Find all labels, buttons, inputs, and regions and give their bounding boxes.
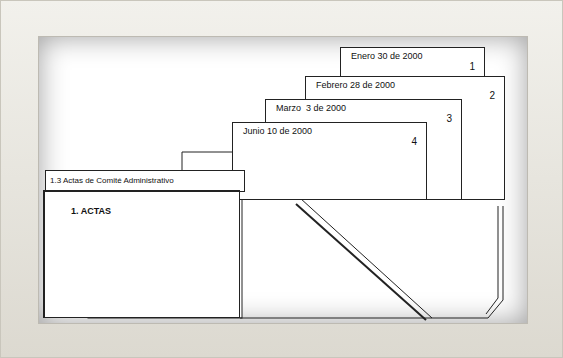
date-label: Enero 30 de 2000 (351, 51, 423, 61)
date-label: Marzo 3 de 2000 (276, 103, 346, 113)
subfolder-tab: 1.3 Actas de Comité Administrativo (45, 170, 245, 192)
callout-number: 2 (489, 90, 495, 101)
folder-pocket (240, 198, 503, 318)
folder-label: 1.3 Actas de Comité Administrativo (50, 176, 174, 185)
folder-pocket (486, 206, 498, 314)
date-label: Junio 10 de 2000 (243, 126, 312, 136)
folder-label: 1. ACTAS (71, 206, 111, 216)
document-page: Junio 10 de 2000 4 (232, 122, 427, 200)
folder-pocket (240, 318, 432, 319)
folder-pocket (296, 204, 426, 320)
callout-number: 4 (411, 136, 417, 147)
callout-number: 3 (446, 113, 452, 124)
callout-number: 1 (469, 61, 475, 72)
folder-front: 1. ACTAS (43, 190, 240, 318)
date-label: Febrero 28 de 2000 (316, 80, 395, 90)
